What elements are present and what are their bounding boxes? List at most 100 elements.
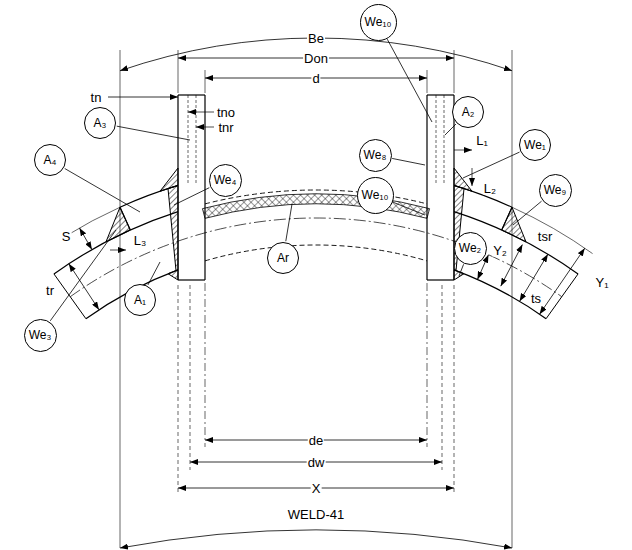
callout-circle: We₉ [539,174,572,207]
dimension-label: Be [307,32,325,45]
leader-line [286,204,292,241]
callout-circle: We₁₀ [357,177,394,214]
callout-text: Ar [277,252,289,264]
leader-line [174,188,209,205]
callout-text: We₄ [214,174,237,186]
extension-arc [65,207,120,236]
dimension-line [472,168,473,186]
callout-circle: We₈ [359,139,392,172]
dimension-label: tnr [217,121,234,134]
thickness-line [196,95,197,185]
extension-line [205,283,206,447]
dimension-line [454,150,472,151]
leader-line [513,201,542,225]
groove-weld [168,185,178,270]
area-ar-hatch [202,194,429,218]
dimension-label: tn [90,91,103,104]
nozzle-wall [204,95,205,280]
callout-text: We₁ [524,139,546,151]
dimension-line [69,264,99,310]
callout-circle: A₃ [84,107,116,139]
callout-text: A₁ [134,294,146,306]
leader-line [50,230,116,321]
leader-line [392,158,425,165]
geometry [54,38,593,548]
callout-circle: We₁₀ [360,4,397,41]
leader-line [387,39,432,122]
callout-circle: We₂ [454,232,487,265]
callout-text: A₂ [462,106,475,118]
extension-line [454,50,455,93]
dimension-line [196,127,214,128]
dimension-label: tr [45,284,55,297]
extension-line [120,50,121,548]
extension-line [178,285,179,495]
callout-text: A₄ [44,154,57,166]
shell-surface [454,212,578,274]
callout-text: A₃ [94,117,107,129]
dimension-label: L₃ [133,234,148,247]
extension-line [512,50,513,548]
callout-circle: A₂ [452,96,484,128]
thickness-line [436,95,437,185]
leader-line [463,152,520,178]
leader-line [148,262,160,285]
dimension-label: dw [307,456,326,469]
leader-line [393,202,425,215]
dimension-label: tsr [537,230,553,243]
dimension-label: Y₂ [492,244,508,257]
callout-circle: A₄ [34,144,66,176]
extension-line [205,70,206,93]
extension-line [427,283,428,447]
shell-surface-hidden [205,245,427,261]
leader-line [459,264,464,276]
dimension-label: Don [303,52,329,65]
nozzle-end [427,279,454,280]
dimension-line [110,250,126,251]
nozzle-wall [177,95,178,280]
callout-circle: Ar [267,242,299,274]
dimension-label: Y₁ [594,276,609,289]
dimension-line [188,112,214,113]
extension-arc [512,207,593,253]
leader-line [445,124,456,135]
callout-circle: We₃ [24,319,57,352]
callout-circle: We₁ [519,129,551,161]
dimension-label: tno [216,106,236,119]
thickness-line [444,95,445,185]
nozzle-wall [426,95,427,280]
dimension-label: d [311,72,320,85]
extension-line [427,70,428,93]
pad-end [120,207,130,230]
shell-break [54,274,86,319]
dimension-label: X [311,482,322,495]
extension-line [190,285,191,470]
leader-lines [50,39,541,321]
dimension-label: WELD-41 [287,508,345,521]
extension-line [442,285,443,470]
extension-line [178,50,179,93]
extension-line [454,285,455,495]
dimension-line [108,97,178,98]
dimension-label: L₁ [475,134,489,147]
dimension-label: ts [530,292,542,305]
callout-text: We₈ [364,149,387,161]
nozzle-end [427,94,454,95]
shell-surface-hidden [205,190,427,204]
shell-surface [54,212,178,274]
callout-circle: A₁ [124,284,156,316]
dimension-label: S [61,230,72,243]
dimension-line [540,248,585,314]
callout-text: We₃ [29,329,52,341]
leader-line [117,126,190,140]
dimension-line [79,228,91,250]
callout-text: We₁₀ [365,16,392,28]
pad-edge-weld [106,207,130,242]
leader-line [65,169,140,212]
dimension-label: de [308,434,324,447]
dimension-arc [120,530,512,548]
dimension-label: L₂ [483,182,497,195]
nozzle-end [178,94,205,95]
nozzle-end [178,279,205,280]
